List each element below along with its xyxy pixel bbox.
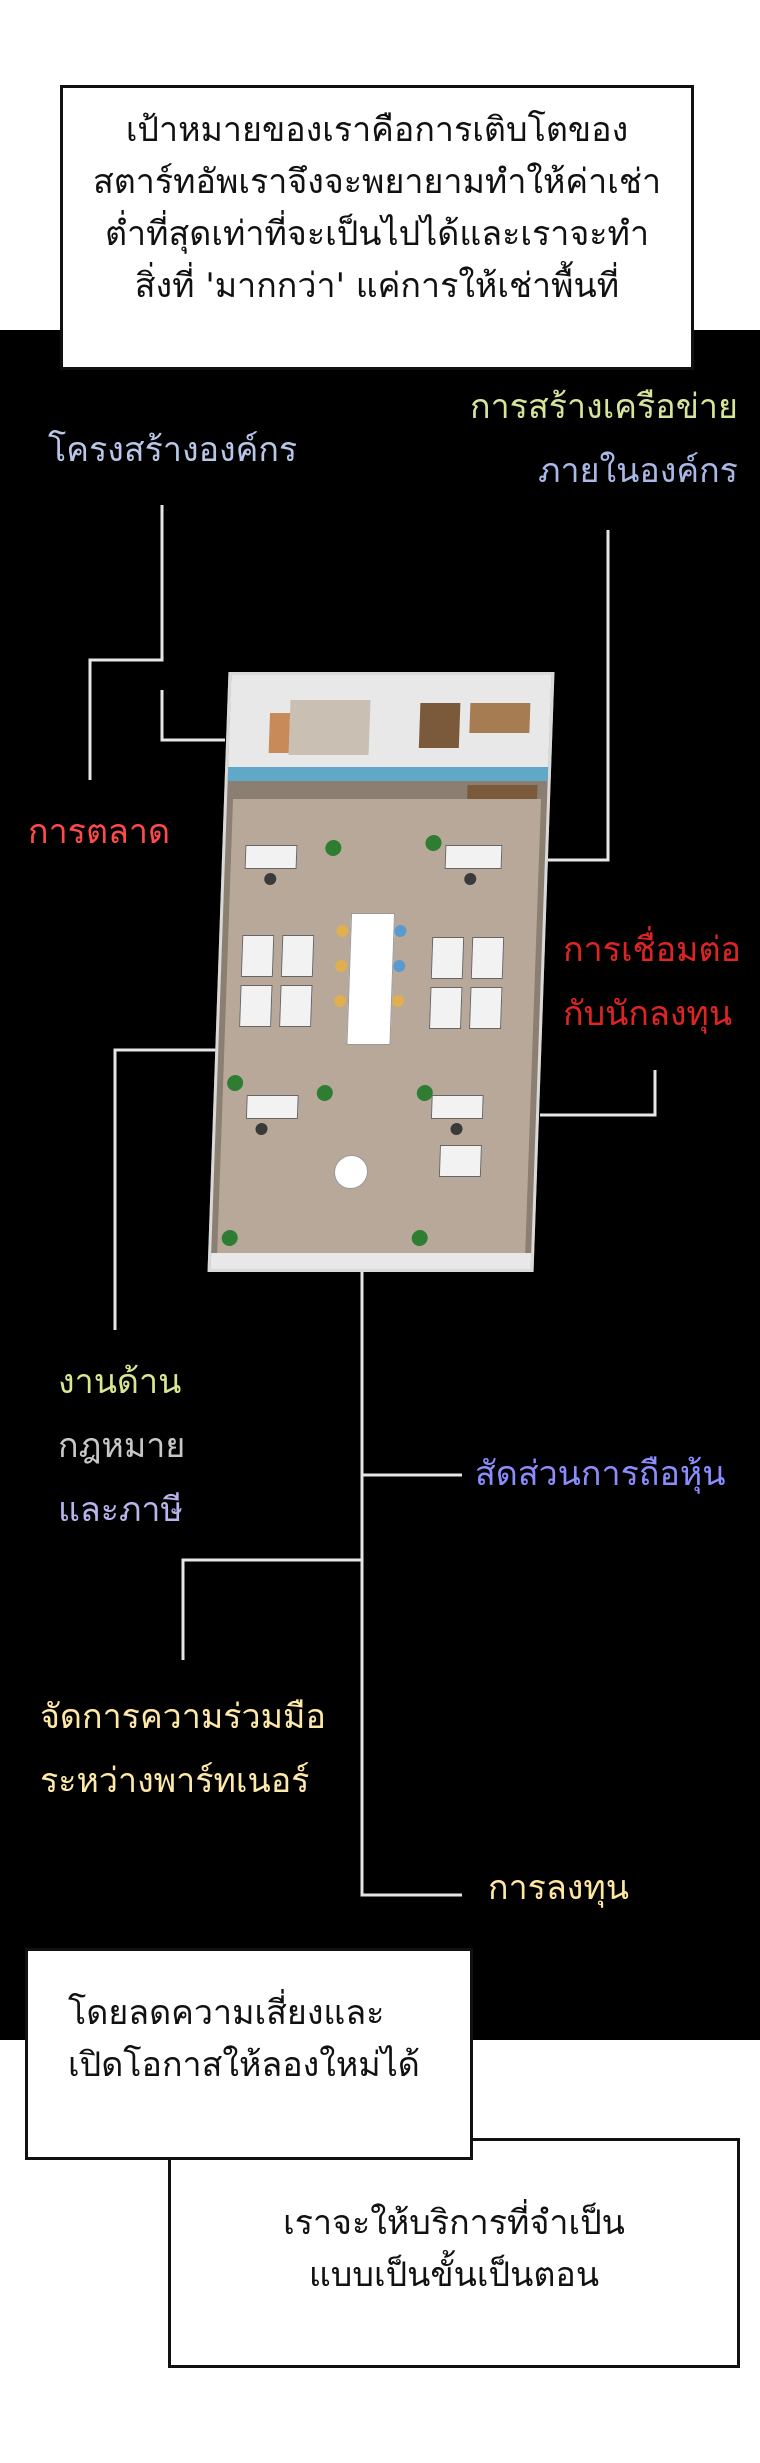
label-investor-line-2: กับนักลงทุน — [563, 994, 733, 1034]
plan-counter — [469, 703, 531, 733]
intro-line-1: เป้าหมายของเราคือการเติบโตของ — [125, 110, 629, 150]
closing1-line-1: โดยลดความเสี่ยงและ — [68, 1993, 385, 2033]
plan-desk — [244, 845, 298, 869]
intro-line-2: สตาร์ทอัพเราจึงจะพยายามทำให้ค่าเช่า — [92, 162, 662, 202]
intro-line-4: สิ่งที่ 'มากกว่า' แค่การให้เช่าพื้นที่ — [134, 266, 620, 306]
label-legal-line-3: และภาษี — [58, 1490, 183, 1530]
label-network: การสร้างเครือข่าย ภายในองค์กร — [470, 375, 738, 503]
line-marketing — [88, 505, 164, 780]
label-investment-text: การลงทุน — [488, 1868, 630, 1908]
plan-desk — [279, 985, 313, 1027]
closing2-line-1: เราจะให้บริการที่จำเป็น — [283, 2203, 625, 2243]
plan-room — [288, 700, 371, 755]
line-investment — [360, 1265, 462, 1897]
closing-speech-bubble-1: โดยลดความเสี่ยงและ เปิดโอกาสให้ลองใหม่ได… — [25, 1948, 473, 2160]
label-shareholding-text: สัดส่วนการถือหุ้น — [475, 1454, 726, 1494]
label-investment: การลงทุน — [488, 1856, 629, 1920]
plan-glass-partition — [227, 767, 549, 781]
label-legal-line-1: งานด้าน — [58, 1362, 182, 1402]
label-marketing-text: การตลาด — [28, 812, 171, 852]
plan-bottom-wall — [210, 1253, 532, 1269]
line-partner — [181, 1558, 362, 1660]
intro-speech-bubble: เป้าหมายของเราคือการเติบโตของ สตาร์ทอัพเ… — [60, 85, 694, 370]
plan-desk — [245, 1095, 299, 1119]
plan-desk — [444, 845, 503, 869]
closing1-line-2: เปิดโอกาสให้ลองใหม่ได้ — [68, 2045, 420, 2085]
plan-desk — [430, 937, 465, 979]
plan-meeting-table — [346, 913, 396, 1045]
label-partner-line-1: จัดการความร่วมมือ — [40, 1697, 326, 1737]
label-network-line-1: การสร้างเครือข่าย — [470, 387, 738, 427]
label-investor: การเชื่อมต่อ กับนักลงทุน — [563, 918, 741, 1046]
plan-desk — [240, 935, 275, 977]
plan-desk — [430, 1095, 484, 1119]
plan-shelf — [418, 703, 461, 748]
office-floor-plan — [207, 672, 555, 1272]
label-org-structure-text: โครงสร้างองค์กร — [48, 430, 298, 470]
plan-desk — [280, 935, 315, 977]
plan-desk — [438, 1145, 482, 1177]
line-investor — [540, 1070, 657, 1117]
intro-line-3: ต่ำที่สุดเท่าที่จะเป็นไปได้และเราจะทำ — [104, 214, 650, 254]
label-legal-line-2: กฎหมาย — [58, 1426, 186, 1466]
line-legal — [113, 1048, 225, 1330]
closing-speech-bubble-2: เราจะให้บริการที่จำเป็น แบบเป็นขั้นเป็นต… — [168, 2138, 740, 2368]
label-shareholding: สัดส่วนการถือหุ้น — [475, 1442, 726, 1506]
plan-desk — [470, 937, 505, 979]
label-partner: จัดการความร่วมมือ ระหว่างพาร์ทเนอร์ — [40, 1685, 326, 1813]
closing2-line-2: แบบเป็นขั้นเป็นตอน — [308, 2255, 600, 2295]
plan-desk — [429, 987, 463, 1029]
label-investor-line-1: การเชื่อมต่อ — [563, 930, 741, 970]
label-partner-line-2: ระหว่างพาร์ทเนอร์ — [40, 1761, 310, 1801]
label-marketing: การตลาด — [28, 800, 170, 864]
line-org-structure — [160, 690, 225, 742]
plan-sofa — [268, 713, 291, 753]
label-network-line-2: ภายในองค์กร — [538, 451, 738, 491]
label-legal-tax: งานด้าน กฎหมาย และภาษี — [58, 1350, 185, 1542]
plan-desk — [469, 987, 503, 1029]
line-network — [540, 530, 610, 862]
label-org-structure: โครงสร้างองค์กร — [48, 418, 297, 482]
plan-bookshelf — [467, 785, 538, 799]
plan-desk — [239, 985, 273, 1027]
